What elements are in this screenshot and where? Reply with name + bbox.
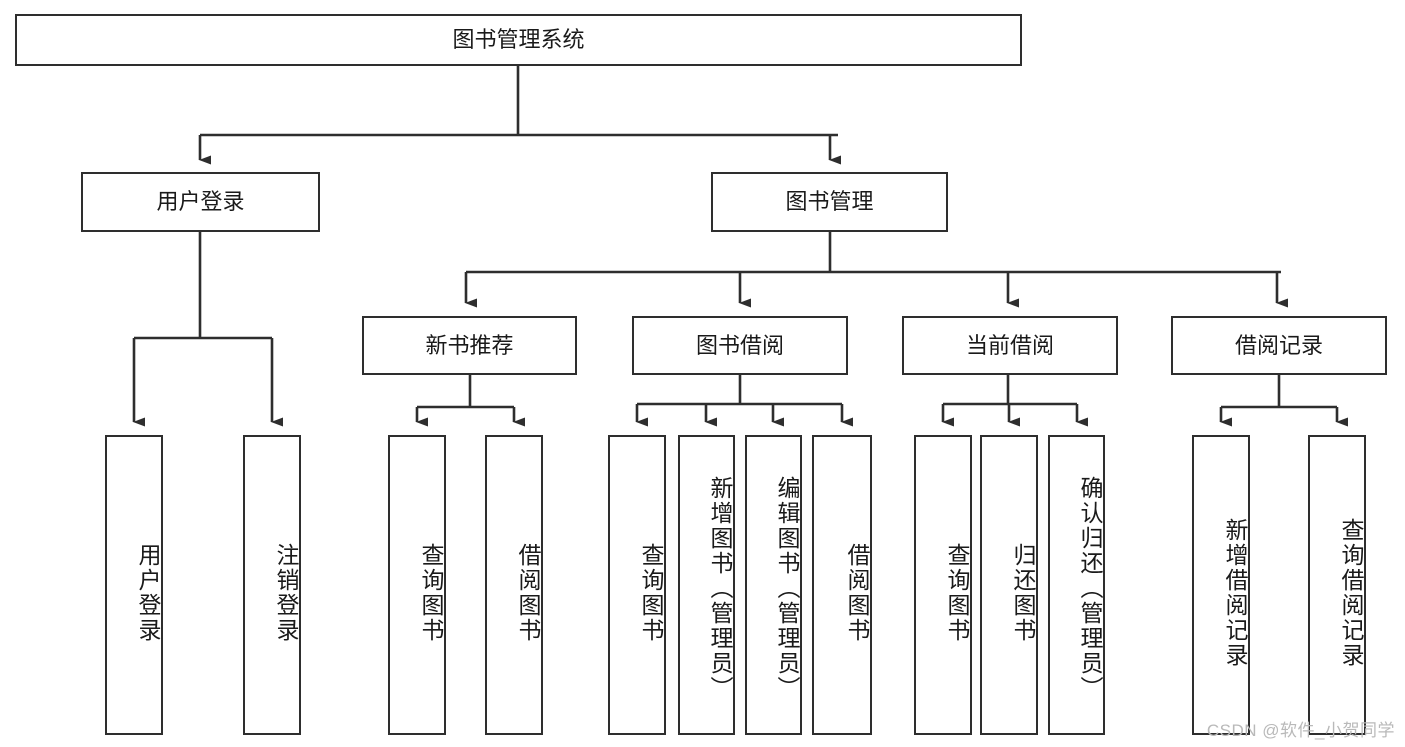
node-user-login-label: 用户登录 — [156, 189, 245, 215]
node-leaf-borrow-book-recommend-label: 借阅图书 — [515, 543, 541, 643]
node-leaf-logout-label: 注销登录 — [273, 543, 299, 643]
node-borrow-record-label: 借阅记录 — [1234, 332, 1323, 358]
node-leaf-return-book[interactable]: 归还图书 — [980, 435, 1038, 735]
csdn-watermark: CSDN @软件_小贺同学 — [1206, 721, 1395, 740]
edge-recommend-to-leaves — [415, 375, 525, 427]
node-book-management-label: 图书管理 — [785, 189, 874, 215]
node-user-login[interactable]: 用户登录 — [81, 172, 320, 232]
node-root-system-label: 图书管理系统 — [452, 27, 585, 53]
node-leaf-user-login-label: 用户登录 — [135, 543, 161, 643]
node-leaf-add-borrow-record-label: 新增借阅记录 — [1222, 518, 1248, 668]
node-leaf-add-book-admin-label: 新增图书（管理员） — [707, 475, 733, 701]
node-book-borrow-label: 图书借阅 — [695, 332, 784, 358]
node-leaf-query-book-current-label: 查询图书 — [944, 543, 970, 643]
node-leaf-logout[interactable]: 注销登录 — [243, 435, 301, 735]
edge-userlogin-to-leaves — [132, 232, 283, 427]
node-leaf-return-book-label: 归还图书 — [1010, 543, 1036, 643]
edge-root-to-level2 — [198, 66, 841, 165]
node-leaf-query-book-borrow[interactable]: 查询图书 — [608, 435, 666, 735]
node-leaf-user-login[interactable]: 用户登录 — [105, 435, 163, 735]
edge-bookmgmt-to-level3 — [464, 232, 1288, 308]
node-leaf-edit-book-admin-label: 编辑图书（管理员） — [774, 475, 800, 701]
edge-currentborrow-to-leaves — [941, 375, 1088, 427]
node-leaf-query-book-borrow-label: 查询图书 — [638, 543, 664, 643]
node-leaf-edit-book-admin[interactable]: 编辑图书（管理员） — [745, 435, 802, 735]
edge-borrowrecord-to-leaves — [1219, 375, 1348, 427]
node-root-system[interactable]: 图书管理系统 — [15, 14, 1022, 66]
node-leaf-add-book-admin[interactable]: 新增图书（管理员） — [678, 435, 735, 735]
node-leaf-confirm-return-admin-label: 确认归还（管理员） — [1077, 475, 1103, 701]
node-leaf-add-borrow-record[interactable]: 新增借阅记录 — [1192, 435, 1250, 735]
node-leaf-borrow-book-recommend[interactable]: 借阅图书 — [485, 435, 543, 735]
node-leaf-query-book-recommend[interactable]: 查询图书 — [388, 435, 446, 735]
node-leaf-query-book-recommend-label: 查询图书 — [418, 543, 444, 643]
node-leaf-borrow-book[interactable]: 借阅图书 — [812, 435, 872, 735]
edge-bookborrow-to-leaves — [635, 375, 853, 427]
node-leaf-query-borrow-record[interactable]: 查询借阅记录 — [1308, 435, 1366, 735]
node-leaf-query-borrow-record-label: 查询借阅记录 — [1338, 518, 1364, 668]
node-book-borrow[interactable]: 图书借阅 — [632, 316, 848, 375]
node-leaf-borrow-book-label: 借阅图书 — [844, 543, 870, 643]
node-new-book-recommend[interactable]: 新书推荐 — [362, 316, 577, 375]
node-book-management[interactable]: 图书管理 — [711, 172, 948, 232]
node-new-book-recommend-label: 新书推荐 — [425, 332, 514, 358]
node-current-borrow[interactable]: 当前借阅 — [902, 316, 1118, 375]
node-leaf-confirm-return-admin[interactable]: 确认归还（管理员） — [1048, 435, 1105, 735]
node-current-borrow-label: 当前借阅 — [965, 332, 1054, 358]
node-leaf-query-book-current[interactable]: 查询图书 — [914, 435, 972, 735]
node-borrow-record[interactable]: 借阅记录 — [1171, 316, 1387, 375]
